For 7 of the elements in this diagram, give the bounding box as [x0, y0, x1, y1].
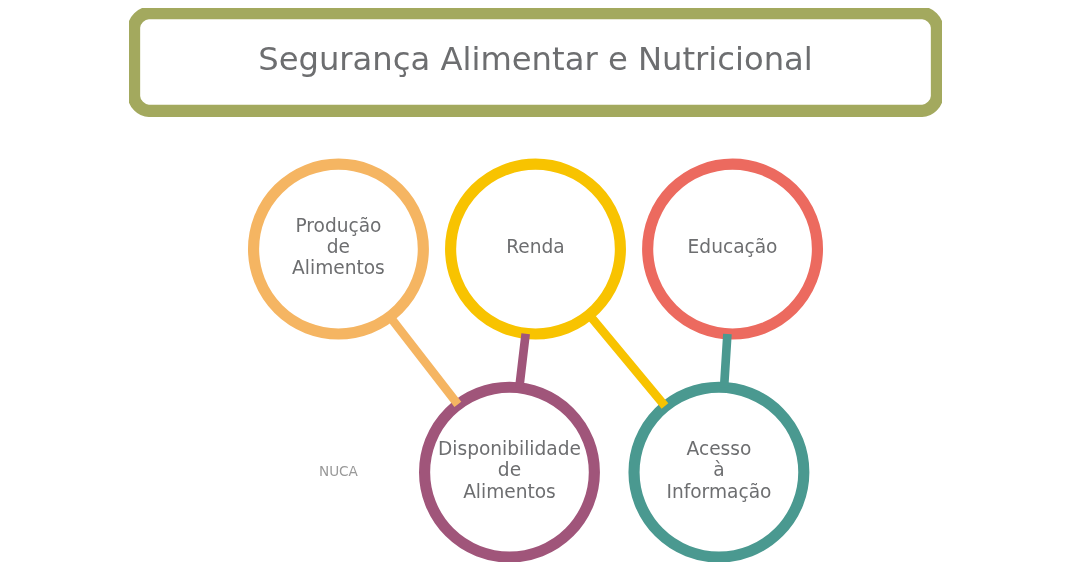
- node-box: Segurança Alimentar e Nutricional: [129, 8, 942, 118]
- node-circle: Produção de Alimentos: [247, 158, 429, 340]
- node-circle: Disponibilidade de Alimentos: [419, 381, 600, 562]
- node-circle: Renda: [445, 158, 626, 340]
- node-circle: Acesso à Informação: [628, 381, 810, 562]
- node-circle: Educação: [642, 158, 824, 340]
- label: NUCA: [318, 462, 358, 479]
